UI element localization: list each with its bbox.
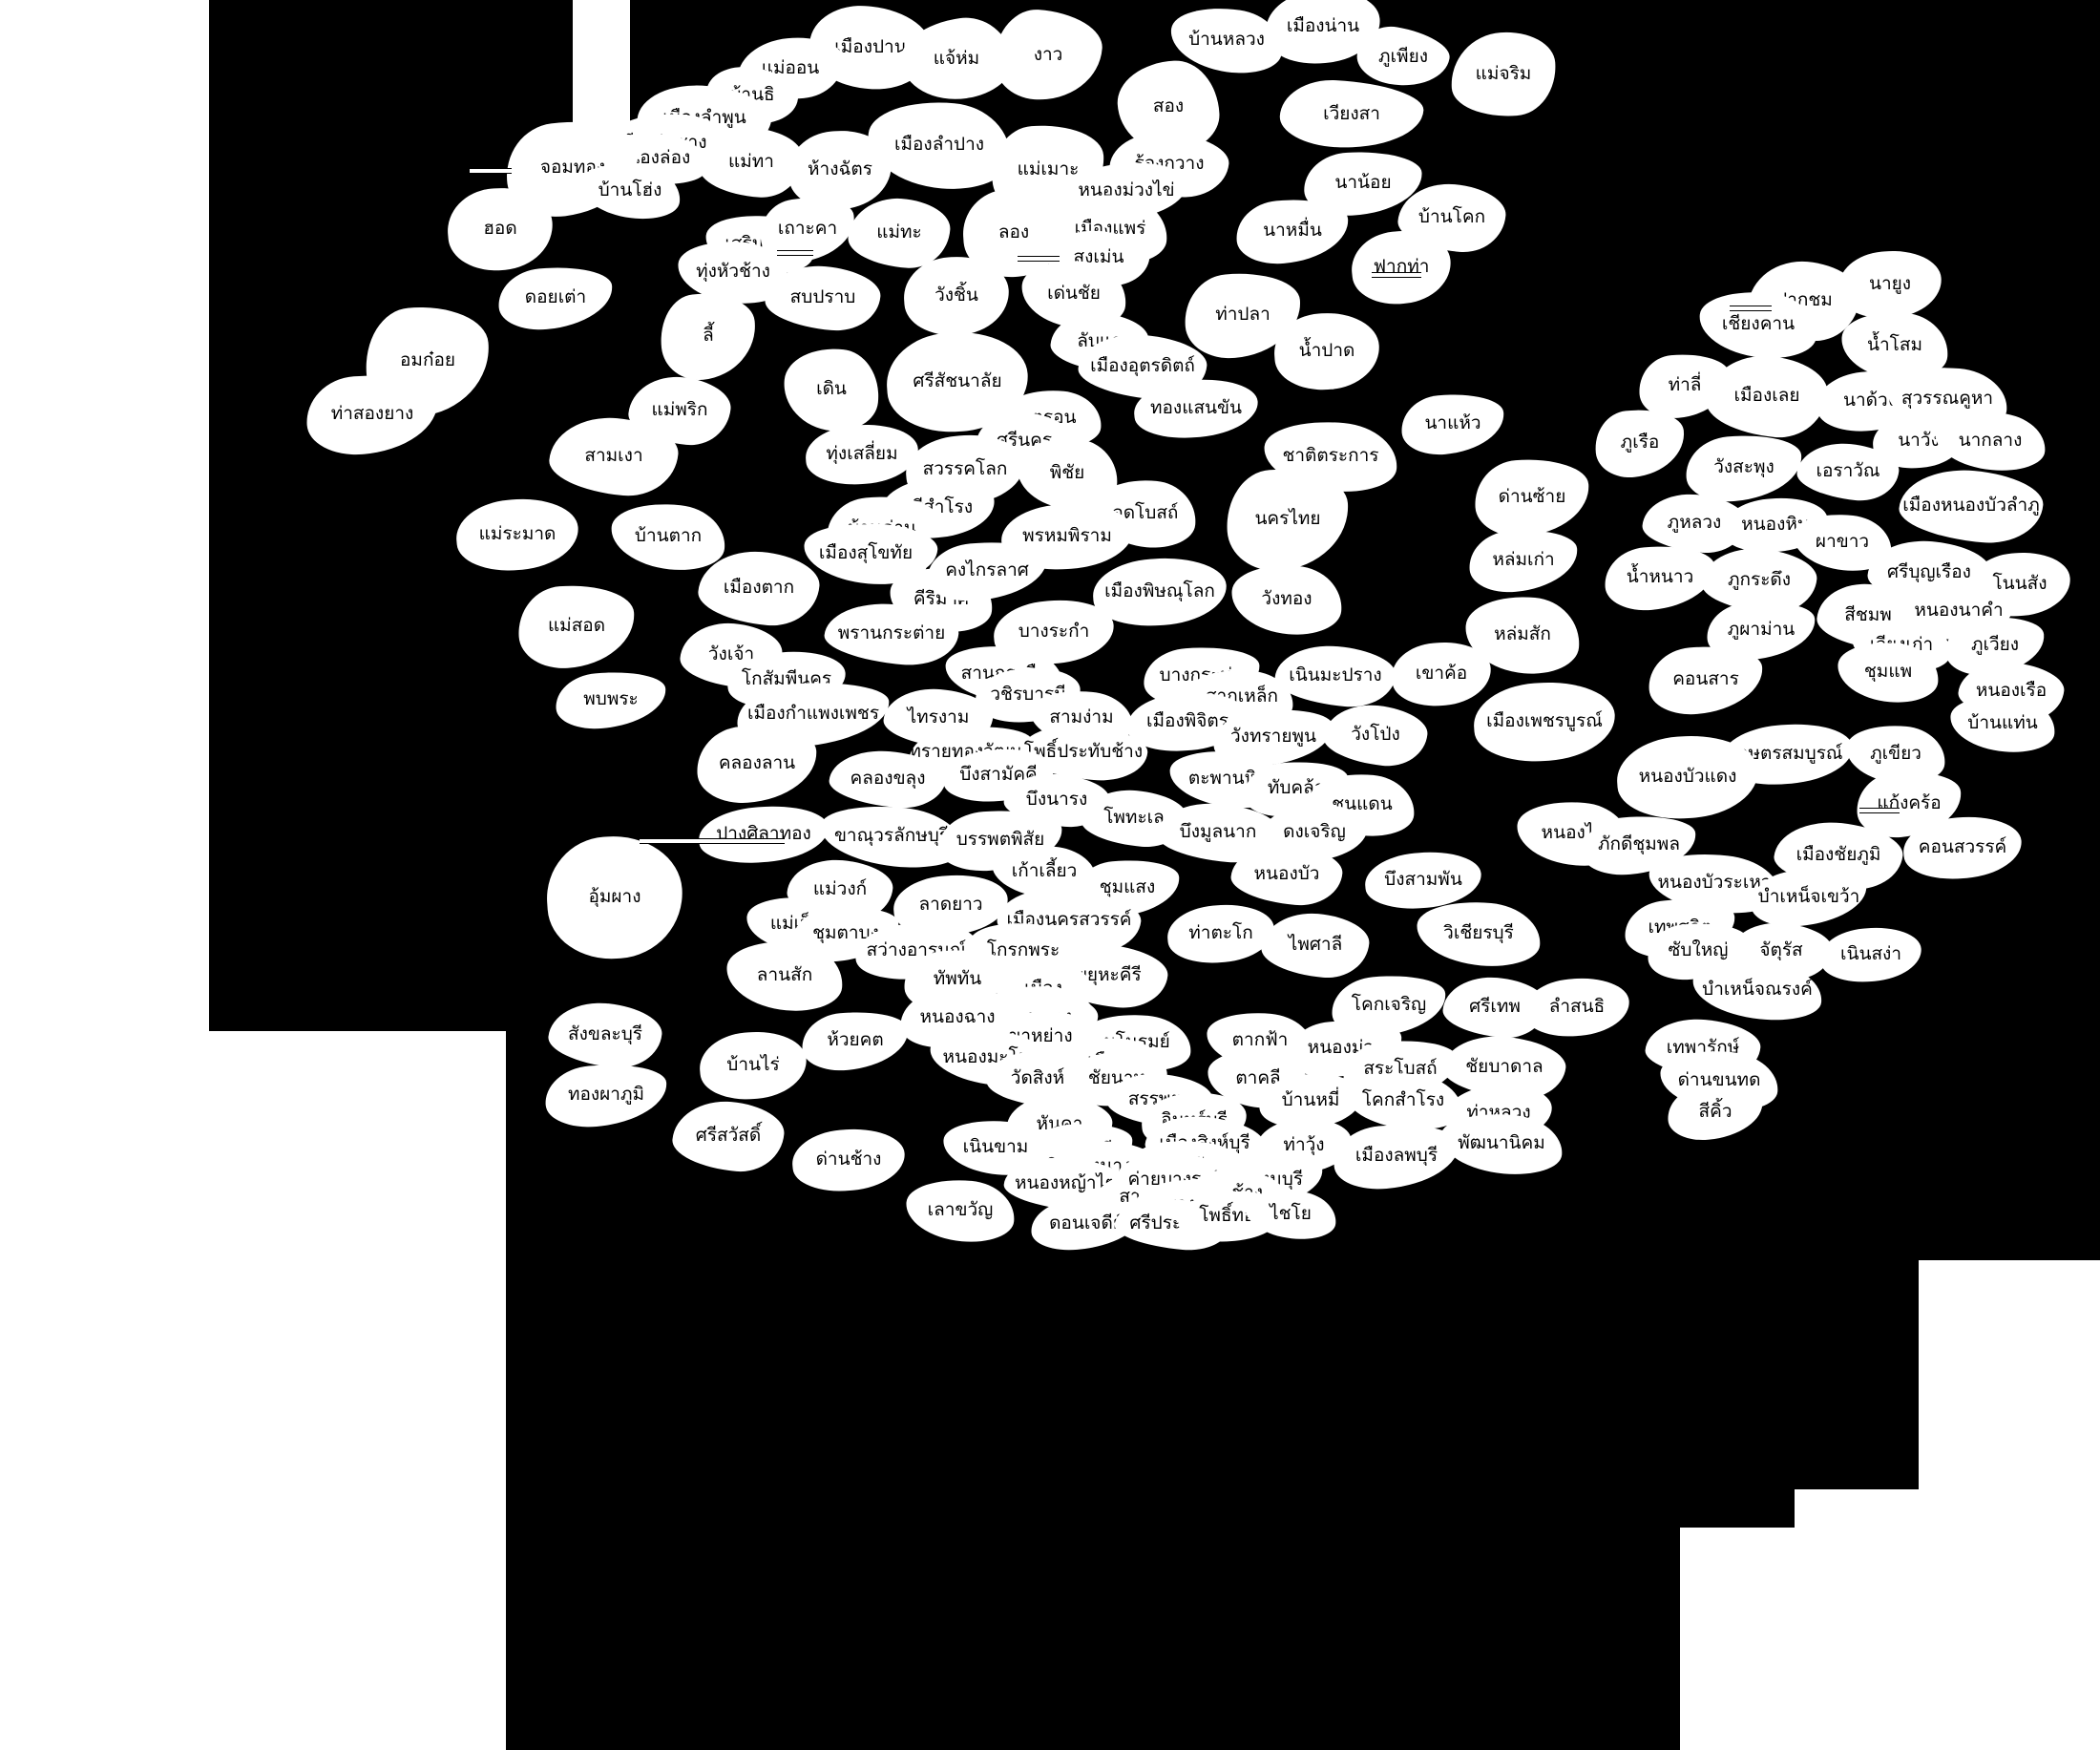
landmass-south-west <box>506 1318 754 1750</box>
leader-line <box>640 838 785 844</box>
leader-line <box>470 168 512 174</box>
leader-line <box>1018 256 1060 262</box>
landmass-southeast <box>1623 1241 1795 1528</box>
leader-line <box>1730 306 1772 311</box>
leader-line <box>1372 272 1421 278</box>
leader-line <box>1859 808 1900 813</box>
leader-line <box>777 250 813 256</box>
